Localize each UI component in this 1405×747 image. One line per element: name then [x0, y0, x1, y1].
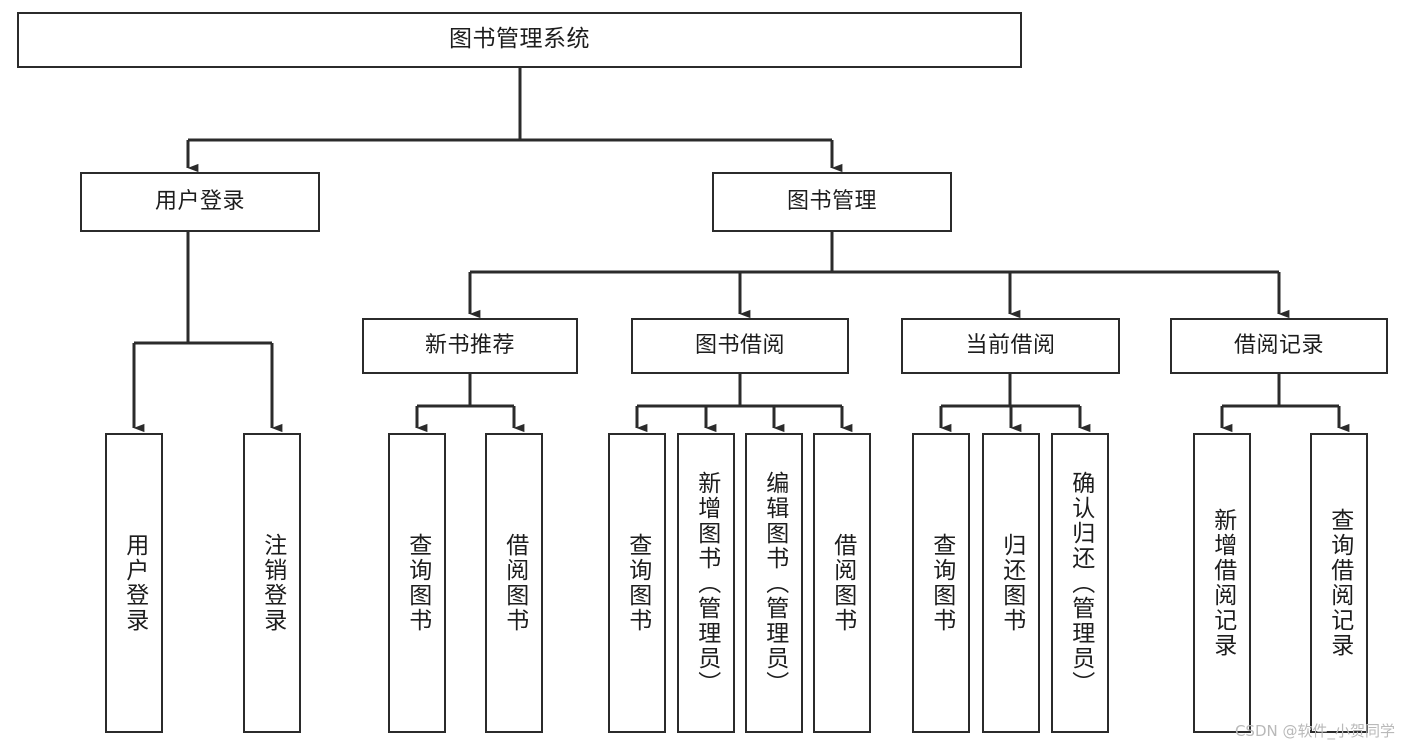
- csdn-watermark: CSDN @软件_小贺同学: [1234, 722, 1395, 740]
- node-leaf-query-borrowing-record[interactable]: 查询借阅记录: [1310, 433, 1368, 733]
- node-leaf-add-book-admin[interactable]: 新增图书（管理员）: [677, 433, 735, 733]
- node-leaf-add-borrowing-record[interactable]: 新增借阅记录: [1193, 433, 1251, 733]
- node-new-book-recommendation[interactable]: 新书推荐: [362, 318, 578, 374]
- node-label: 当前借阅: [965, 333, 1056, 359]
- node-label: 新增图书（管理员）: [693, 470, 720, 696]
- node-leaf-return-book[interactable]: 归还图书: [982, 433, 1040, 733]
- node-label: 用户登录: [121, 533, 148, 633]
- node-leaf-user-login[interactable]: 用户登录: [105, 433, 163, 733]
- node-label: 查询图书: [404, 533, 431, 633]
- node-user-login[interactable]: 用户登录: [80, 172, 320, 232]
- node-leaf-edit-book-admin[interactable]: 编辑图书（管理员）: [745, 433, 803, 733]
- node-label: 确认归还（管理员）: [1067, 470, 1094, 696]
- node-leaf-logout[interactable]: 注销登录: [243, 433, 301, 733]
- node-label: 新增借阅记录: [1209, 508, 1236, 658]
- node-label: 借阅图书: [501, 533, 528, 633]
- node-leaf-query-book-current[interactable]: 查询图书: [912, 433, 970, 733]
- node-label: 借阅记录: [1233, 333, 1324, 359]
- node-label: 查询借阅记录: [1326, 508, 1353, 658]
- node-label: 查询图书: [624, 533, 651, 633]
- node-leaf-query-book-recommendation[interactable]: 查询图书: [388, 433, 446, 733]
- node-book-management[interactable]: 图书管理: [712, 172, 952, 232]
- node-root-book-management-system[interactable]: 图书管理系统: [17, 12, 1022, 68]
- node-label: 编辑图书（管理员）: [761, 470, 788, 696]
- node-current-borrowing[interactable]: 当前借阅: [901, 318, 1120, 374]
- node-label: 注销登录: [259, 533, 286, 633]
- node-label: 归还图书: [998, 533, 1025, 633]
- node-label: 图书借阅: [694, 333, 785, 359]
- node-label: 图书管理: [786, 189, 877, 215]
- node-leaf-borrow-book-borrowing[interactable]: 借阅图书: [813, 433, 871, 733]
- node-borrowing-record[interactable]: 借阅记录: [1170, 318, 1388, 374]
- node-label: 图书管理系统: [449, 26, 590, 53]
- node-book-borrowing[interactable]: 图书借阅: [631, 318, 849, 374]
- node-leaf-confirm-return-admin[interactable]: 确认归还（管理员）: [1051, 433, 1109, 733]
- node-label: 用户登录: [154, 189, 245, 215]
- node-label: 新书推荐: [424, 333, 515, 359]
- node-label: 查询图书: [928, 533, 955, 633]
- node-leaf-query-book-borrowing[interactable]: 查询图书: [608, 433, 666, 733]
- node-label: 借阅图书: [829, 533, 856, 633]
- node-leaf-borrow-book-recommendation[interactable]: 借阅图书: [485, 433, 543, 733]
